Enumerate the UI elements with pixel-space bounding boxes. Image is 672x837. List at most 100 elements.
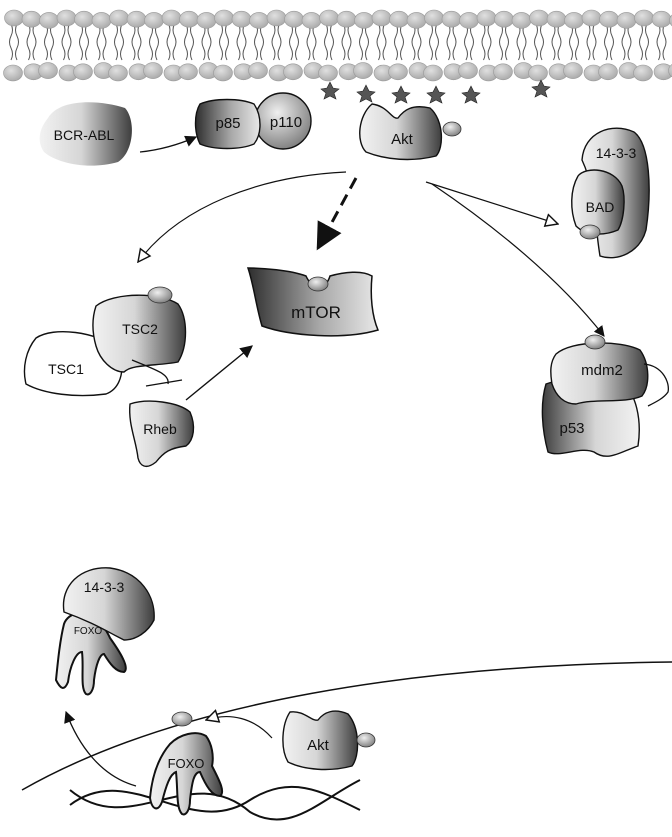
- lipid-head: [668, 64, 672, 78]
- lipid-head: [598, 63, 618, 81]
- dna-helix: [69, 779, 361, 821]
- akt-protein-membrane: Akt: [359, 103, 462, 161]
- mtor-label: mTOR: [291, 303, 341, 322]
- akt-membrane-label: Akt: [391, 131, 414, 148]
- lipid-head: [179, 10, 199, 28]
- lipid-head: [213, 64, 233, 82]
- akt-nuclear-phosphate: [356, 732, 376, 748]
- p53-label: p53: [559, 420, 584, 437]
- lipid-head: [616, 12, 637, 29]
- lipid-head: [39, 12, 59, 29]
- lipid-head: [353, 62, 373, 79]
- tsc2-phosphate: [147, 286, 173, 304]
- lipid-head: [91, 12, 112, 29]
- lipid-head: [546, 10, 567, 28]
- lipid-head: [563, 62, 583, 79]
- lipid-head: [214, 9, 234, 27]
- lipid-head: [249, 12, 269, 29]
- bad-1433-complex: 14-3-3 BAD: [571, 127, 650, 259]
- lipid-head: [108, 64, 128, 82]
- pi3k-complex: p85 p110: [194, 92, 312, 150]
- cell-membrane-bilayer: [3, 9, 672, 82]
- foxo-nuclear-phosphate: [171, 711, 193, 727]
- lipid-head: [38, 62, 58, 79]
- pip3-star: [320, 81, 340, 100]
- pip3-star: [426, 85, 446, 104]
- arrow-akt-to-mtor-dashed: [316, 177, 358, 251]
- lipid-head: [633, 64, 653, 82]
- mtor-phosphate: [307, 276, 329, 292]
- foxo-nuclear-label: FOXO: [168, 756, 205, 771]
- foxo-cyto-label: FOXO: [74, 626, 103, 637]
- lipid-head: [126, 10, 147, 28]
- pip3-star: [461, 85, 481, 104]
- arrow-akt-to-mdm2: [431, 183, 605, 337]
- arrow-akt-to-tsc2: [138, 171, 347, 262]
- lipid-head: [423, 64, 443, 82]
- lipid-head: [143, 62, 163, 79]
- mdm2-label: mdm2: [581, 362, 623, 379]
- lipid-head: [476, 9, 497, 27]
- arrow-akt-to-bad: [425, 181, 558, 224]
- lipid-head: [388, 63, 408, 81]
- rheb-protein: Rheb: [128, 400, 195, 468]
- tsc-complex: TSC2 TSC1: [23, 286, 187, 397]
- pip3-star: [531, 79, 551, 98]
- lipid-head: [511, 12, 532, 29]
- nuclear-envelope: [21, 661, 672, 791]
- lipid-head: [109, 9, 129, 27]
- lipid-head: [248, 62, 268, 79]
- lipid-head: [424, 9, 444, 27]
- akt-phosphate: [442, 121, 462, 137]
- lipid-head: [336, 10, 357, 28]
- arrow-rheb-to-mtor: [185, 345, 253, 401]
- lipid-head: [161, 9, 182, 27]
- lipid-head: [493, 63, 513, 81]
- lipid-head: [669, 14, 672, 27]
- bcr-abl-label: BCR-ABL: [54, 127, 115, 143]
- lipid-head: [653, 63, 672, 81]
- lipid-head: [564, 12, 584, 29]
- pip3-star: [356, 84, 376, 103]
- mdm2-p53-complex: mdm2 p53: [541, 334, 670, 457]
- arrow-akt-to-foxo-nuclear: [206, 717, 273, 739]
- foxo-1433-protein: [62, 567, 155, 641]
- arrow-bcrabl-to-pi3k: [139, 135, 198, 153]
- pip3-star-markers: [320, 79, 551, 104]
- mdm2-protein: [550, 342, 649, 405]
- lipid-head: [196, 12, 217, 29]
- lipid-head: [266, 9, 287, 27]
- bcr-abl-protein: BCR-ABL: [39, 102, 132, 166]
- lipid-head: [634, 9, 654, 27]
- membrane-lipid-tails: [9, 23, 667, 61]
- lipid-head: [406, 12, 427, 29]
- mdm2-phosphate: [584, 334, 606, 350]
- bad-protein: [571, 169, 625, 235]
- bad-phosphate: [579, 224, 601, 240]
- inhibition-tsc-to-rheb: [131, 359, 183, 387]
- lipid-head: [354, 12, 374, 29]
- bad-label: BAD: [586, 199, 615, 215]
- foxo-1433-label: 14-3-3: [84, 579, 125, 595]
- lipid-head: [529, 9, 549, 27]
- lipid-head: [4, 9, 24, 27]
- lipid-head: [73, 63, 93, 81]
- lipid-head: [301, 12, 322, 29]
- lipid-head: [21, 10, 42, 28]
- lipid-head: [74, 10, 94, 28]
- lipid-head: [3, 64, 23, 82]
- membrane-lipid-heads: [3, 9, 672, 82]
- lipid-head: [651, 10, 672, 28]
- lipid-head: [231, 10, 252, 28]
- p110-label: p110: [270, 114, 302, 131]
- tsc1-label: TSC1: [48, 361, 84, 377]
- lipid-head: [371, 9, 392, 27]
- pip3-star: [391, 85, 411, 104]
- bad-1433-label: 14-3-3: [596, 145, 637, 161]
- lipid-head: [318, 64, 338, 82]
- p85-label: p85: [215, 115, 240, 132]
- lipid-head: [599, 10, 619, 28]
- foxo-1433-complex: 14-3-3 FOXO: [54, 567, 155, 696]
- rheb-label: Rheb: [143, 421, 177, 437]
